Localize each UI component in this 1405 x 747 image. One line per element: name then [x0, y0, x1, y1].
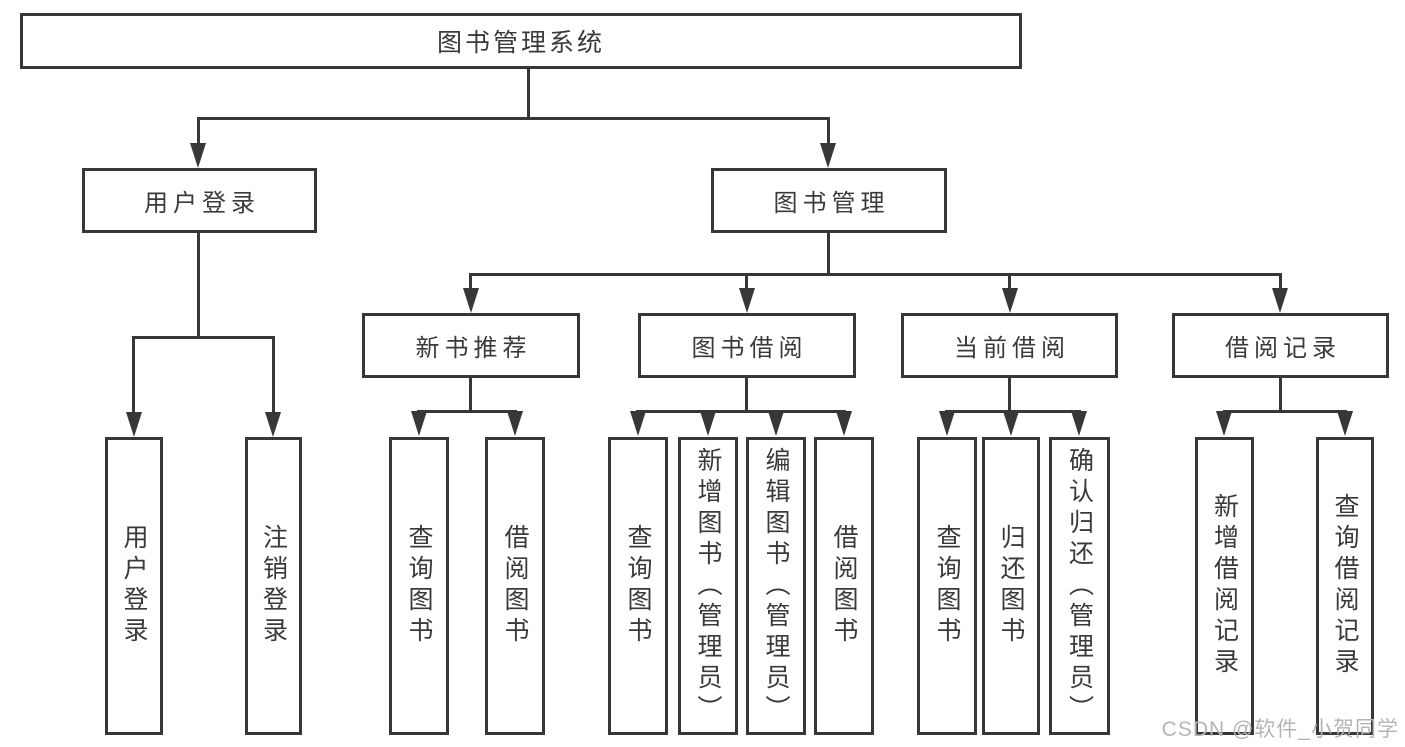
connector-line [469, 378, 472, 411]
connector-line [469, 273, 472, 290]
leaf-borrow-books-recommend: 借阅图书 [485, 437, 545, 735]
connector-line [272, 336, 275, 413]
connector-line [197, 117, 830, 120]
arrow-down-icon [463, 288, 479, 313]
arrow-down-icon [1071, 411, 1087, 436]
leaf-edit-books-admin: 编辑图书（管理员） [746, 437, 806, 735]
connector-line [827, 117, 830, 145]
node-book-borrowing: 图书借阅 [638, 313, 856, 378]
arrow-down-icon [1002, 288, 1018, 313]
node-label: 图书管理 [773, 190, 890, 217]
leaf-query-books-recommend: 查询图书 [389, 437, 449, 735]
node-label: 查询借阅记录 [1331, 493, 1359, 679]
connector-line [197, 233, 200, 336]
leaf-logout-login: 注销登录 [245, 437, 302, 735]
connector-line [1223, 410, 1347, 413]
connector-line [745, 273, 748, 290]
node-label: 新书推荐 [415, 335, 532, 362]
connector-line [469, 273, 1282, 276]
leaf-confirm-return-admin: 确认归还（管理员） [1049, 437, 1110, 735]
node-current-borrowing: 当前借阅 [901, 313, 1118, 378]
arrow-down-icon [1003, 411, 1019, 436]
leaf-borrow-books-borrowing: 借阅图书 [814, 437, 874, 735]
node-new-book-recommendation: 新书推荐 [362, 313, 580, 378]
connector-line [132, 336, 275, 339]
leaf-user-login: 用户登录 [105, 437, 163, 735]
csdn-watermark: CSDN @软件_小贺同学 [1161, 718, 1399, 741]
connector-line [132, 336, 135, 413]
node-label: 图书借阅 [691, 335, 808, 362]
arrow-down-icon [507, 411, 523, 436]
node-label: 查询图书 [933, 524, 961, 648]
node-borrowing-records: 借阅记录 [1172, 313, 1389, 378]
connector-line [745, 378, 748, 411]
arrow-down-icon [939, 411, 955, 436]
leaf-add-books-admin: 新增图书（管理员） [678, 437, 738, 735]
node-label: 借阅图书 [501, 524, 529, 648]
node-label: 用户登录 [144, 190, 260, 217]
node-label: 新增图书（管理员） [694, 446, 722, 726]
arrow-down-icon [1272, 288, 1288, 313]
arrow-down-icon [836, 411, 852, 436]
connector-line [827, 233, 830, 273]
leaf-query-books-current: 查询图书 [917, 437, 977, 735]
arrow-down-icon [190, 143, 206, 168]
node-label: 注销登录 [259, 524, 288, 648]
node-label: 查询图书 [624, 524, 652, 648]
connector-line [1279, 378, 1282, 411]
node-book-management-system: 图书管理系统 [20, 13, 1022, 69]
leaf-add-borrow-record: 新增借阅记录 [1195, 437, 1254, 735]
arrow-down-icon [630, 411, 646, 436]
leaf-query-borrow-record: 查询借阅记录 [1316, 437, 1374, 735]
node-label: 查询图书 [405, 524, 433, 648]
connector-line [417, 410, 517, 413]
node-label: 确认归还（管理员） [1065, 446, 1094, 726]
arrow-down-icon [265, 412, 281, 437]
node-label: 新增借阅记录 [1210, 493, 1239, 679]
node-user-login-group: 用户登录 [82, 168, 317, 233]
arrow-down-icon [411, 411, 427, 436]
arrow-down-icon [1216, 411, 1232, 436]
connector-line [636, 410, 846, 413]
leaf-return-books: 归还图书 [982, 437, 1040, 735]
arrow-down-icon [126, 412, 142, 437]
connector-line [1279, 273, 1282, 290]
node-label: 归还图书 [997, 524, 1025, 648]
connector-line [1008, 273, 1011, 290]
arrow-down-icon [820, 143, 836, 168]
node-label: 图书管理系统 [436, 29, 605, 57]
node-book-management-group: 图书管理 [711, 168, 947, 233]
node-label: 借阅图书 [830, 524, 858, 648]
arrow-down-icon [1337, 411, 1353, 436]
connector-line [527, 69, 530, 117]
node-label: 借阅记录 [1225, 335, 1341, 362]
arrow-down-icon [700, 411, 716, 436]
arrow-down-icon [768, 411, 784, 436]
connector-line [197, 117, 200, 145]
node-label: 当前借阅 [954, 335, 1070, 362]
arrow-down-icon [739, 288, 755, 313]
node-label: 用户登录 [120, 524, 148, 648]
node-label: 编辑图书（管理员） [762, 446, 790, 726]
connector-line [1008, 378, 1011, 411]
leaf-query-books-borrowing: 查询图书 [608, 437, 668, 735]
